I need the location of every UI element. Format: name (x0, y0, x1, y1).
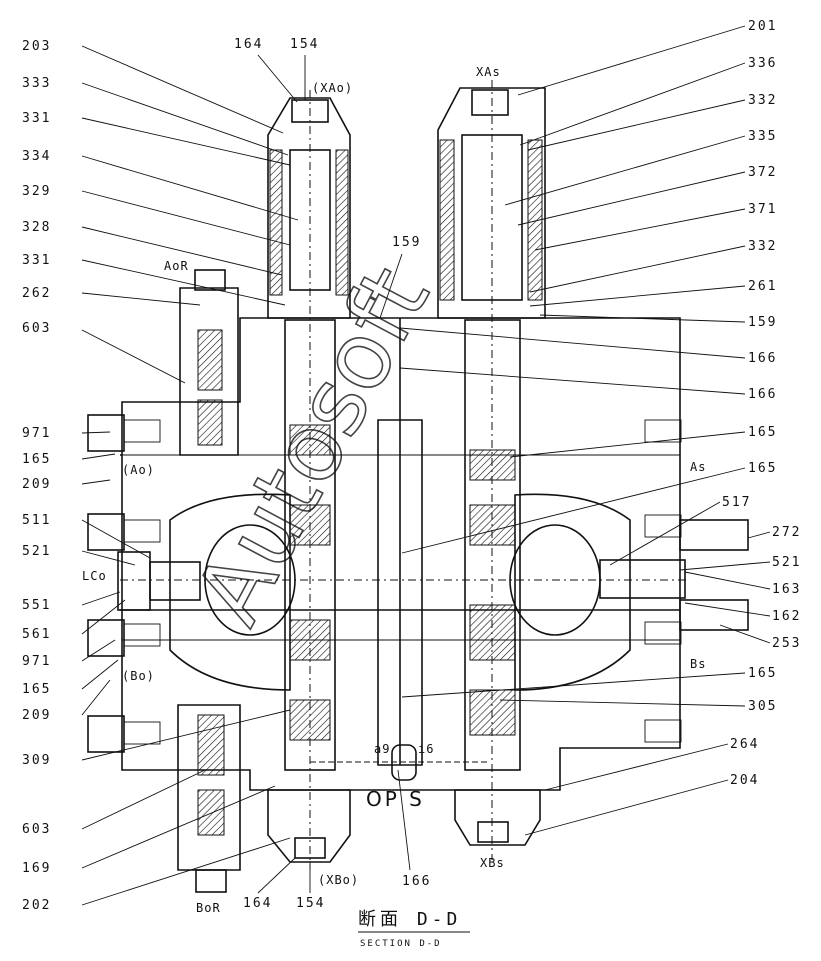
label-521: 521 (22, 544, 51, 559)
label-971b: 971 (22, 654, 51, 669)
label-166b: 166 (748, 387, 777, 402)
label-521r: 521 (772, 555, 801, 570)
port-xbo: (XBo) (318, 873, 359, 887)
mark-a9: a9 (374, 742, 390, 756)
label-333: 333 (22, 76, 51, 91)
relief-valve-top (179, 269, 239, 456)
label-204: 204 (730, 773, 759, 788)
label-335: 335 (748, 129, 777, 144)
label-309: 309 (22, 753, 51, 768)
label-332b: 332 (748, 239, 777, 254)
relief-valve-bottom (177, 704, 241, 893)
label-166a: 166 (748, 351, 777, 366)
port-aor: AoR (164, 259, 189, 273)
right-plugs (599, 419, 749, 743)
label-331: 331 (22, 111, 51, 126)
label-162: 162 (772, 609, 801, 624)
label-336: 336 (748, 56, 777, 71)
label-262: 262 (22, 286, 51, 301)
label-371: 371 (748, 202, 777, 217)
port-bs: Bs (690, 657, 706, 671)
label-165r2: 165 (748, 461, 777, 476)
label-603: 603 (22, 321, 51, 336)
label-328: 328 (22, 220, 51, 235)
port-xbs: XBs (480, 856, 505, 870)
label-165r: 165 (748, 425, 777, 440)
label-253: 253 (772, 636, 801, 651)
label-261: 261 (748, 279, 777, 294)
port-ao: (Ao) (122, 463, 155, 477)
label-603b: 603 (22, 822, 51, 837)
right-callouts: 201 336 332 335 372 371 332 261 159 166 … (399, 19, 801, 836)
right-spool (437, 80, 546, 860)
label-372: 372 (748, 165, 777, 180)
mark-i6: i6 (418, 742, 434, 756)
section-title-text: 断面 D-D (358, 909, 461, 930)
label-511: 511 (22, 513, 51, 528)
label-159r: 159 (748, 315, 777, 330)
label-332: 332 (748, 93, 777, 108)
label-203: 203 (22, 39, 51, 54)
left-callouts: 203 333 331 334 329 328 331 262 603 971 … (22, 39, 299, 913)
label-305: 305 (748, 699, 777, 714)
port-bo: (Bo) (122, 669, 155, 683)
label-166-bottom: 166 (402, 874, 431, 889)
label-165: 165 (22, 452, 51, 467)
label-169: 169 (22, 861, 51, 876)
label-551: 551 (22, 598, 51, 613)
label-561: 561 (22, 627, 51, 642)
label-209: 209 (22, 477, 51, 492)
port-xao: (XAo) (312, 81, 353, 95)
port-bor: BoR (196, 901, 221, 915)
port-xas: XAs (476, 65, 501, 79)
label-154-top: 154 (290, 37, 319, 52)
top-callouts: 164 154 159 (234, 37, 421, 319)
label-165r3: 165 (748, 666, 777, 681)
port-labels: (XAo) XAs AoR (Ao) As LCo (Bo) Bs (XBo) … (82, 65, 706, 915)
label-164-top: 164 (234, 37, 263, 52)
bottom-callouts: 164 154 166 (243, 769, 431, 911)
label-201: 201 (748, 19, 777, 34)
ops-label: OP S (366, 787, 425, 811)
label-264: 264 (730, 737, 759, 752)
label-163: 163 (772, 582, 801, 597)
left-spool (267, 90, 351, 870)
label-209b: 209 (22, 708, 51, 723)
port-lco: LCo (82, 569, 107, 583)
label-331b: 331 (22, 253, 51, 268)
label-971: 971 (22, 426, 51, 441)
label-154-bottom: 154 (296, 896, 325, 911)
label-202: 202 (22, 898, 51, 913)
label-159-top: 159 (392, 235, 421, 250)
label-334: 334 (22, 149, 51, 164)
label-517: 517 (722, 495, 751, 510)
label-272: 272 (772, 525, 801, 540)
center-plug (310, 744, 490, 781)
label-164-bottom: 164 (243, 896, 272, 911)
section-title: 断面 D-D SECTION D-D (358, 909, 470, 949)
section-subtitle: SECTION D-D (360, 939, 442, 949)
label-165b: 165 (22, 682, 51, 697)
label-329: 329 (22, 184, 51, 199)
port-as: As (690, 460, 706, 474)
